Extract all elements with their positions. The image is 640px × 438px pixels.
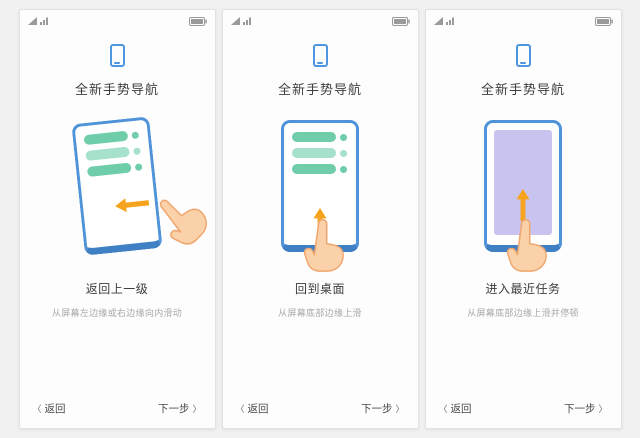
chevron-left-icon: 〈 [438, 405, 448, 415]
gesture-phone-icon [312, 44, 328, 67]
tutorial-screen-home: 全新手势导航 回到桌面 从屏幕底部边缘上滑 〈 返回 下一步 〉 [221, 9, 419, 429]
list-bar [83, 130, 129, 146]
gesture-illustration [20, 116, 215, 270]
list-dot [134, 162, 143, 171]
list-item [292, 164, 348, 174]
signal2-icon [242, 17, 252, 25]
back-button[interactable]: 〈 返回 [439, 401, 472, 416]
swipe-left-arrow-icon [115, 198, 150, 213]
bottom-nav: 〈 返回 下一步 〉 [426, 389, 621, 428]
back-button[interactable]: 〈 返回 [236, 401, 269, 416]
tutorial-screen-back: 全新手势导航 返回上一级 从屏幕左边缘或右边缘向内滑动 〈 返回 下一步 〉 [18, 9, 216, 429]
list-item [292, 132, 348, 142]
page-title: 全新手势导航 [74, 83, 159, 98]
gesture-description: 从屏幕左边缘或右边缘向内滑动 [51, 309, 183, 319]
next-button[interactable]: 下一步 〉 [361, 401, 405, 416]
chevron-right-icon: 〉 [598, 405, 608, 415]
list-dot [340, 165, 347, 173]
list-item [292, 148, 348, 158]
pointing-hand-icon [159, 199, 207, 245]
next-label: 下一步 [360, 403, 393, 415]
list-bar [86, 162, 132, 177]
back-label: 返回 [450, 403, 472, 415]
gesture-title: 进入最近任务 [485, 282, 561, 296]
next-label: 下一步 [563, 403, 596, 415]
chevron-right-icon: 〉 [395, 405, 405, 415]
phone-frame [71, 116, 163, 256]
next-button[interactable]: 下一步 〉 [564, 401, 608, 416]
gesture-description: 从屏幕底部边缘上滑并停顿 [467, 309, 579, 319]
list-dot [131, 130, 140, 139]
list-dot [340, 133, 347, 141]
list-item [86, 161, 144, 177]
back-label: 返回 [44, 403, 66, 415]
gesture-illustration [426, 120, 621, 272]
chevron-right-icon: 〉 [192, 405, 202, 415]
signal2-icon [445, 17, 455, 25]
status-bar [426, 10, 621, 28]
list-bar [85, 146, 130, 162]
swipe-up-arrow-icon [516, 189, 530, 221]
gesture-phone-icon [515, 44, 531, 67]
gesture-illustration [223, 120, 418, 272]
signal-icon [27, 17, 37, 25]
battery-icon [594, 16, 613, 26]
gesture-title: 回到桌面 [294, 282, 345, 296]
list-item [83, 129, 141, 146]
signal-icon [230, 17, 240, 25]
back-label: 返回 [247, 403, 269, 415]
status-bar [20, 10, 215, 28]
signal2-icon [39, 17, 49, 25]
page-title: 全新手势导航 [480, 83, 565, 98]
gesture-description: 从屏幕底部边缘上滑 [278, 309, 362, 319]
list-bar [292, 132, 336, 142]
page-title: 全新手势导航 [277, 83, 362, 98]
status-bar [223, 10, 418, 28]
chevron-left-icon: 〈 [32, 405, 42, 415]
battery-icon [391, 16, 410, 26]
pointing-hand-icon [506, 218, 547, 272]
back-button[interactable]: 〈 返回 [33, 401, 66, 416]
pointing-hand-icon [303, 218, 344, 272]
next-label: 下一步 [157, 403, 190, 415]
bottom-nav: 〈 返回 下一步 〉 [20, 389, 215, 428]
list-dot [340, 149, 347, 157]
chevron-left-icon: 〈 [235, 405, 245, 415]
next-button[interactable]: 下一步 〉 [158, 401, 202, 416]
bottom-nav: 〈 返回 下一步 〉 [223, 389, 418, 428]
tutorial-screen-recents: 全新手势导航 进入最近任务 从屏幕底部边缘上滑并停顿 〈 返回 下一步 〉 [424, 9, 622, 429]
gesture-phone-icon [109, 44, 125, 67]
screenshot-strip: 全新手势导航 返回上一级 从屏幕左边缘或右边缘向内滑动 〈 返回 下一步 〉 [18, 9, 622, 429]
gesture-title: 返回上一级 [85, 282, 149, 296]
list-bar [292, 164, 336, 174]
phone-frame [484, 120, 562, 252]
signal-icon [433, 17, 443, 25]
list-item [85, 145, 142, 162]
list-dot [133, 146, 141, 155]
list-bar [292, 148, 336, 158]
battery-icon [188, 16, 207, 26]
